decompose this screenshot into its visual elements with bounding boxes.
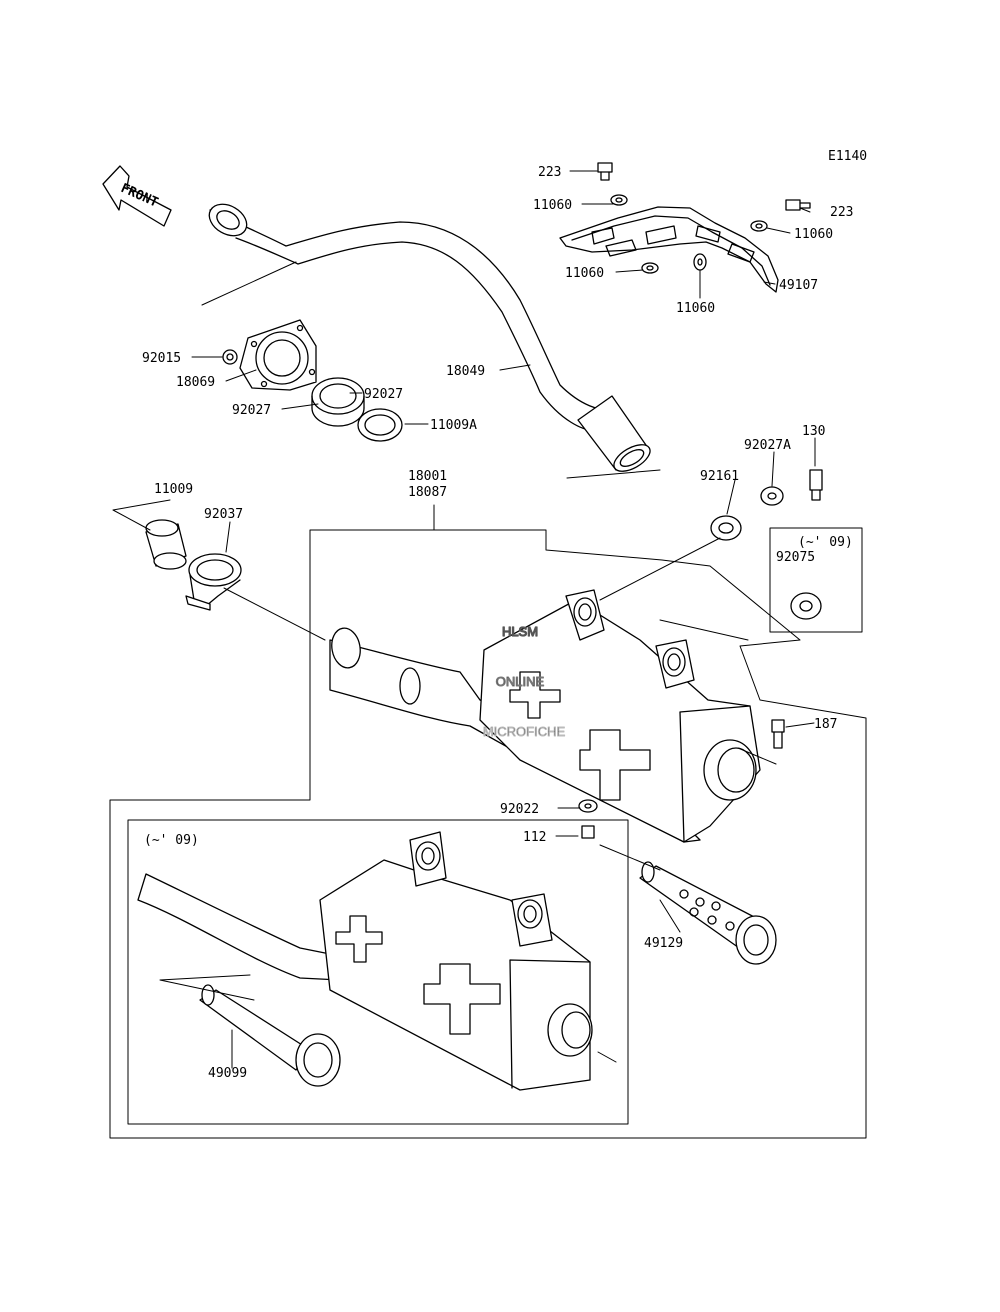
label-187: 187	[814, 717, 837, 732]
label-92027-b: 92027	[232, 403, 271, 418]
spark-arrester-49129	[639, 861, 777, 965]
bolt-223-b	[785, 199, 811, 211]
label-11060-c: 11060	[565, 266, 604, 281]
gasket-11009a	[357, 408, 403, 442]
label-49107: 49107	[779, 278, 818, 293]
label-49099: 49099	[208, 1066, 247, 1081]
part-labels: 223 11060 223 11060 11060 11060 49107 92…	[142, 165, 853, 1081]
label-112: 112	[523, 830, 546, 845]
exhaust-pipe	[208, 203, 651, 472]
clamp-92037	[185, 553, 242, 611]
muffler-variant	[137, 831, 593, 1091]
label-11060-d: 11060	[676, 301, 715, 316]
label-92161: 92161	[700, 469, 739, 484]
label-11060-a: 11060	[533, 198, 572, 213]
watermark: HLSM ONLINE MICROFICHE	[482, 623, 566, 739]
muffler-main	[329, 589, 761, 843]
label-18001: 18001	[408, 469, 447, 484]
label-49129: 49129	[644, 936, 683, 951]
grommet-92075	[790, 592, 822, 620]
leader-lines	[191, 170, 816, 1069]
label-92075: 92075	[776, 550, 815, 565]
label-92027A: 92027A	[744, 438, 791, 453]
label-variant-b: (~' 09)	[144, 833, 199, 848]
label-variant-a: (~' 09)	[798, 535, 853, 550]
label-130: 130	[802, 424, 825, 439]
nut-92015	[222, 349, 238, 365]
heat-guard	[559, 206, 779, 293]
washer-11060-a	[610, 194, 628, 206]
label-18069: 18069	[176, 375, 215, 390]
label-92027-a: 92027	[364, 387, 403, 402]
grommet-92161	[710, 515, 742, 541]
watermark-line-3: MICROFICHE	[483, 724, 566, 739]
washer-11060-c	[641, 262, 659, 274]
variant-box-92075	[769, 527, 863, 633]
label-223-b: 223	[830, 205, 853, 220]
label-18049: 18049	[446, 364, 485, 379]
label-18087: 18087	[408, 485, 447, 500]
watermark-line-2: ONLINE	[496, 674, 545, 689]
gasket-11009	[145, 519, 187, 570]
label-92037: 92037	[204, 507, 243, 522]
label-11060-b: 11060	[794, 227, 833, 242]
washer-92022	[578, 799, 598, 813]
bolt-223-a	[597, 162, 613, 181]
front-arrow-icon: FRONT	[102, 165, 172, 227]
collar-92027a	[760, 486, 784, 506]
washer-11060-b	[750, 220, 768, 232]
split-collar	[311, 377, 365, 427]
label-223-a: 223	[538, 165, 561, 180]
bolt-187	[771, 719, 785, 749]
label-92015: 92015	[142, 351, 181, 366]
label-11009: 11009	[154, 482, 193, 497]
bolt-112	[581, 825, 595, 839]
variant-box-muffler	[127, 819, 629, 1125]
label-11009a: 11009A	[430, 418, 477, 433]
watermark-line-1: HLSM	[502, 624, 538, 639]
washer-11060-d	[693, 253, 707, 271]
exhaust-flange	[239, 319, 317, 391]
bolt-130	[809, 469, 823, 501]
diagram-code: E1140	[828, 149, 867, 164]
label-92022: 92022	[500, 802, 539, 817]
